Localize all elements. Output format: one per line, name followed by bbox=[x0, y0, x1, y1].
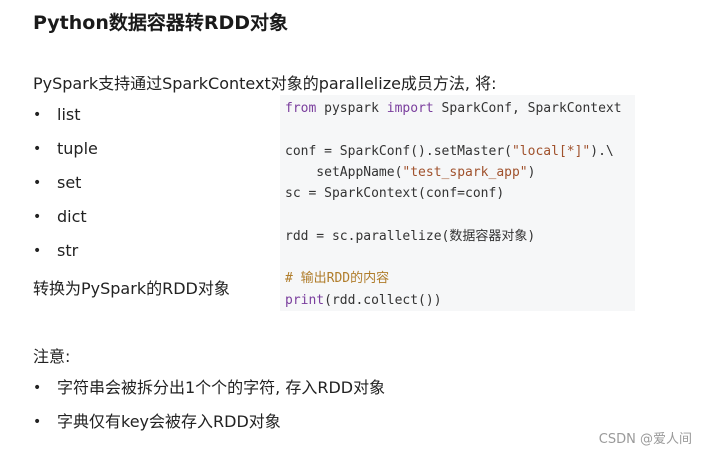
list-item: • dict bbox=[33, 205, 98, 239]
list-item: • tuple bbox=[33, 137, 98, 171]
type-label: dict bbox=[57, 207, 87, 226]
type-label: list bbox=[57, 105, 81, 124]
code-string: "test_spark_app" bbox=[402, 164, 528, 180]
note-text: 字符串会被拆分出1个个的字符, 存入RDD对象 bbox=[57, 378, 386, 397]
code-keyword: from bbox=[285, 101, 317, 116]
code-string: "local[*]" bbox=[511, 143, 591, 159]
code-text: ).\ bbox=[590, 143, 614, 159]
code-line-parallelize: rdd = sc.parallelize(数据容器对象) bbox=[285, 228, 536, 244]
watermark: CSDN @爱人间 bbox=[598, 432, 692, 447]
code-text: conf = SparkConf().setMaster( bbox=[285, 143, 512, 159]
code-text: pyspark bbox=[316, 101, 387, 116]
note-heading: 注意: bbox=[33, 347, 71, 366]
page-title: Python数据容器转RDD对象 bbox=[33, 12, 289, 34]
code-keyword: import bbox=[386, 101, 434, 116]
bullet-icon: • bbox=[33, 380, 42, 396]
code-comment: # 输出RDD的内容 bbox=[285, 271, 390, 287]
list-item: • set bbox=[33, 171, 98, 205]
bullet-icon: • bbox=[33, 175, 42, 191]
code-line-print: print(rdd.collect()) bbox=[285, 290, 635, 311]
note-list: • 字符串会被拆分出1个个的字符, 存入RDD对象 • 字典仅有key会被存入RDD… bbox=[33, 376, 385, 444]
note-text: 字典仅有key会被存入RDD对象 bbox=[57, 412, 281, 431]
list-item: • str bbox=[33, 239, 98, 273]
code-line-appname: setAppName("test_spark_app") bbox=[285, 162, 635, 183]
code-builtin: print bbox=[285, 292, 325, 308]
code-line-blank bbox=[285, 119, 635, 140]
code-text: SparkConf, SparkContext bbox=[433, 101, 622, 116]
code-line-blank bbox=[285, 204, 635, 225]
code-line-conf: conf = SparkConf().setMaster("local[*]")… bbox=[285, 141, 635, 162]
list-item: • 字典仅有key会被存入RDD对象 bbox=[33, 410, 385, 444]
list-item: • 字符串会被拆分出1个个的字符, 存入RDD对象 bbox=[33, 376, 385, 410]
type-label: tuple bbox=[57, 139, 98, 158]
code-line-context: sc = SparkContext(conf=conf) bbox=[285, 186, 505, 202]
bullet-icon: • bbox=[33, 141, 42, 157]
code-text: (rdd.collect()) bbox=[324, 292, 442, 308]
list-item: • list bbox=[33, 103, 98, 137]
code-line-import: from pyspark import SparkConf, SparkCont… bbox=[285, 98, 635, 119]
bullet-icon: • bbox=[33, 414, 42, 430]
code-block: from pyspark import SparkConf, SparkCont… bbox=[280, 95, 635, 311]
bullet-icon: • bbox=[33, 209, 42, 225]
bullet-icon: • bbox=[33, 107, 42, 123]
container-type-list: • list • tuple • set • dict • str bbox=[33, 103, 98, 273]
type-label: set bbox=[57, 173, 82, 192]
type-label: str bbox=[57, 241, 79, 260]
bullet-icon: • bbox=[33, 243, 42, 259]
code-line-blank bbox=[285, 247, 635, 268]
intro-text: PySpark支持通过SparkContext对象的parallelize成员方… bbox=[33, 74, 497, 93]
code-text: setAppName( bbox=[285, 164, 403, 180]
convert-text: 转换为PySpark的RDD对象 bbox=[33, 279, 230, 298]
code-text: ) bbox=[527, 164, 536, 180]
